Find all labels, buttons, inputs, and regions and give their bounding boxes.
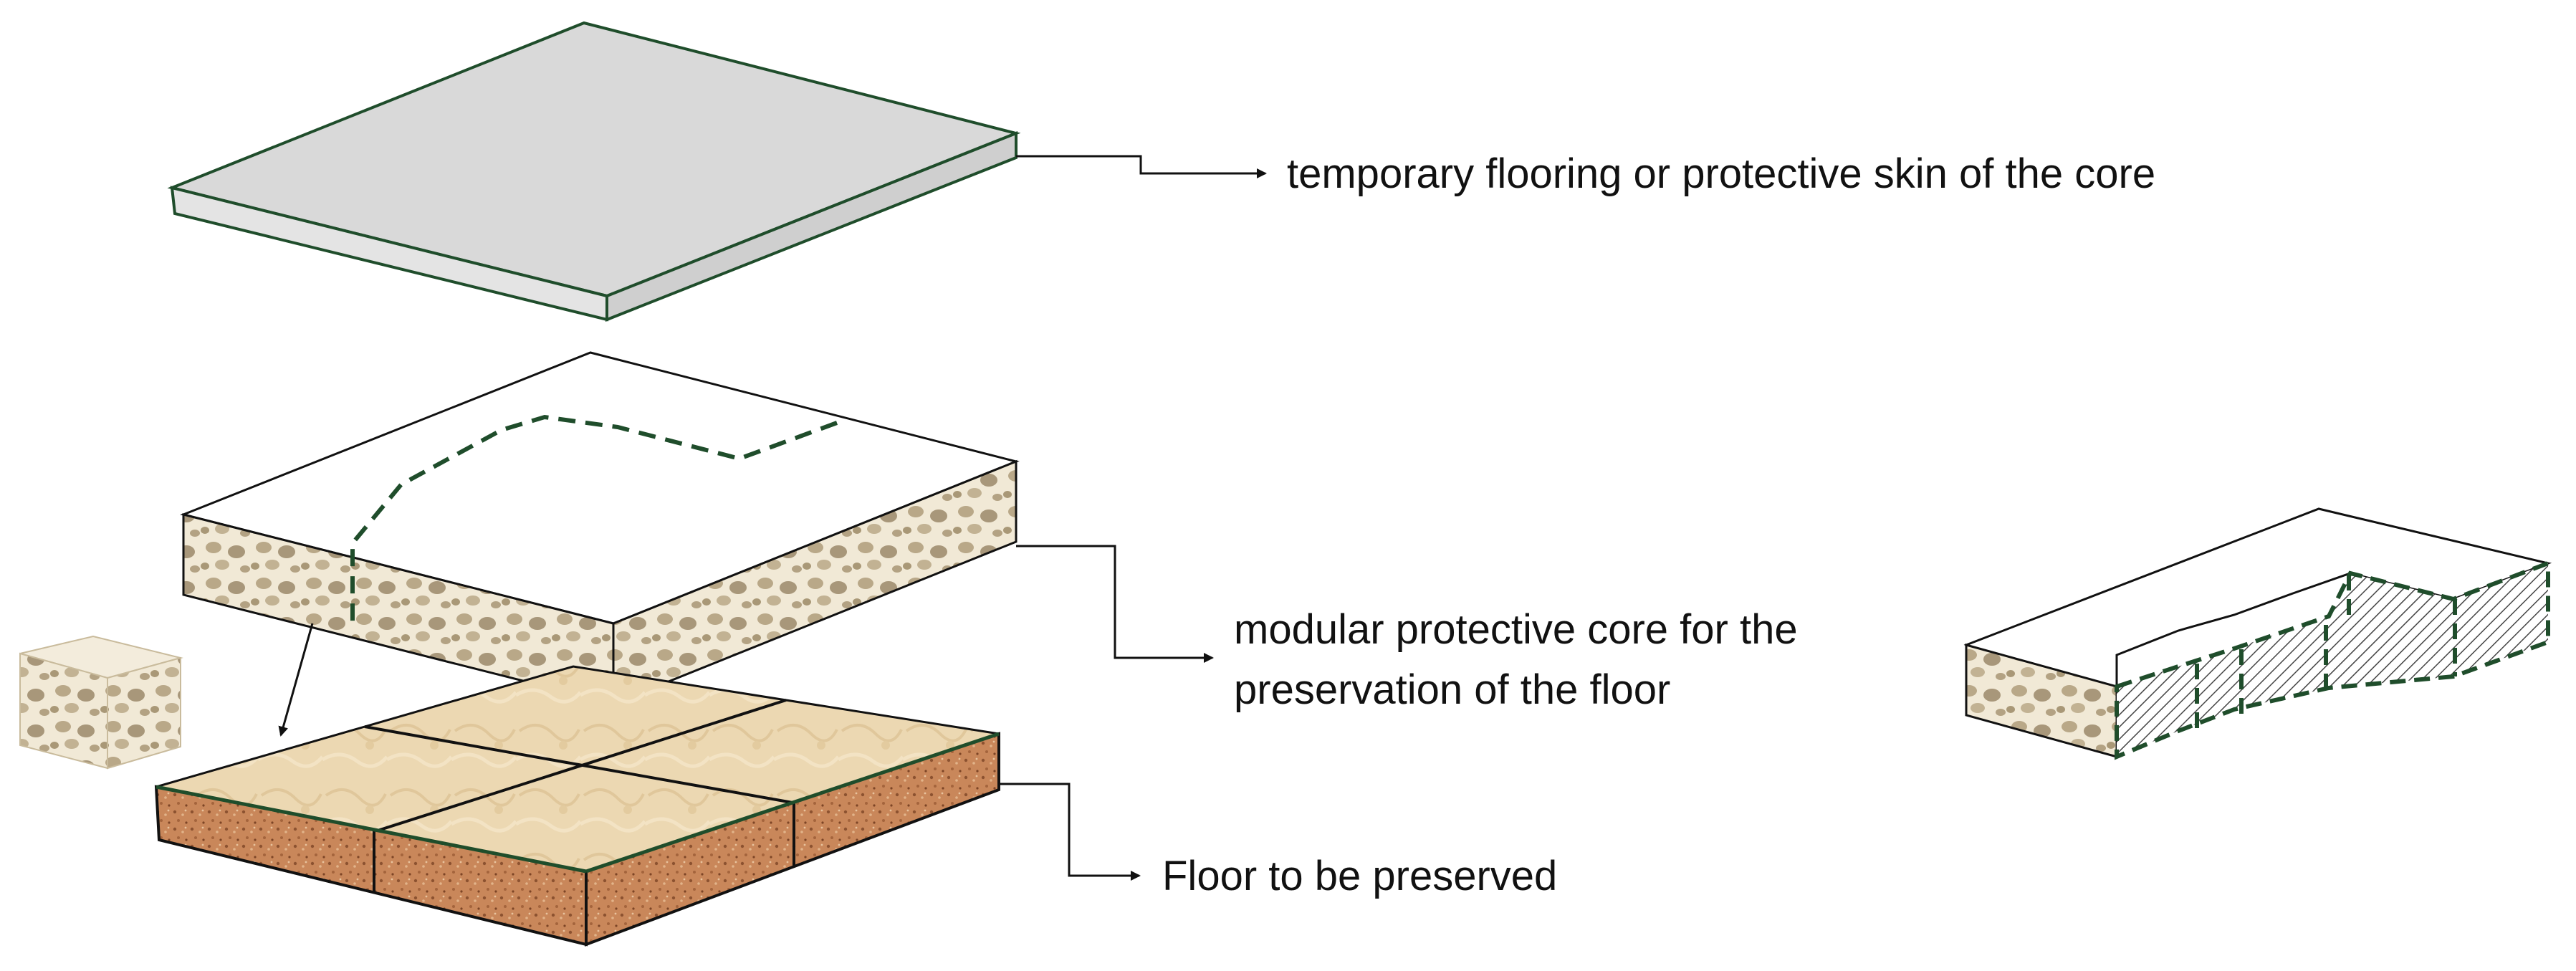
core-label-line1: modular protective core for the [1234,606,1798,653]
lattice-cube-icon [19,635,183,770]
core-label-line2: preservation of the floor [1234,666,1670,713]
floor-leader [999,783,1141,881]
skin-right-edge [605,131,1018,322]
skin-top-face [167,21,1021,298]
module-cut-faces [2115,560,2550,760]
protective-core-layer [180,351,1020,706]
skin-label: temporary flooring or protective skin of… [1287,150,2155,197]
core-to-floor-arrow [278,623,314,737]
module-top-face [1963,507,2552,740]
protective-skin-layer [167,21,1021,322]
extracted-module [1963,507,2552,760]
module-cut-line [350,414,838,629]
skin-leader [1016,155,1267,178]
core-leader [1016,545,1214,663]
floor-label: Floor to be preserved [1162,853,1557,899]
floor-layer [154,665,1000,947]
